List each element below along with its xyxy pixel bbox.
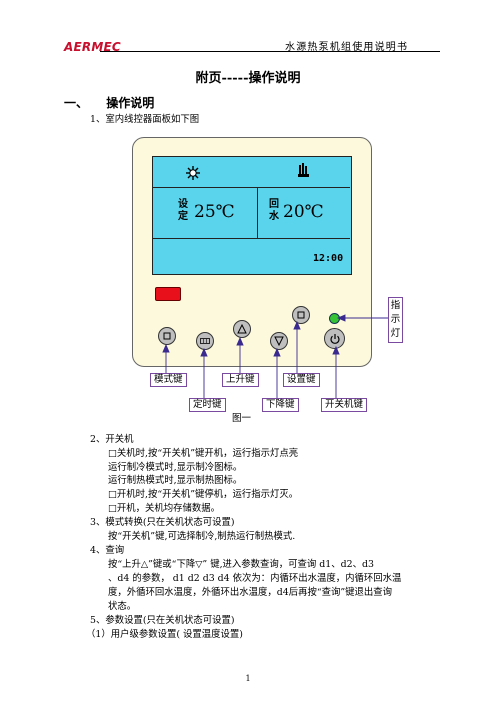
red-indicator-button[interactable] [155,287,181,301]
power-button[interactable] [324,328,345,349]
callout-set-key: 设置键 [283,373,320,387]
body-line: 、d4 的参数， d1 d2 d3 d4 依次为：内循环出水温度，内循环回水温 [108,573,402,584]
figure-caption: 图一 [232,413,252,424]
body-line: □关机时,按“开关机”键开机，运行指示灯点亮 [108,448,299,459]
mode-button[interactable] [158,327,176,345]
body-line: 按“开关机”键,可选择制冷,制热运行制热模式. [108,531,296,542]
heading-params: 5、参数设置(只在关机状态可设置) [90,615,235,626]
header-title: 水源热泵机组使用说明书 [285,42,409,53]
body-line: 运行制热模式时,显示制热图标。 [108,475,243,486]
subsection-title: 1、室内线控器面板如下图 [90,114,200,125]
clock-display: 12:00 [313,253,344,264]
set-temp-label: 设定 [178,199,188,222]
section-title: 操作说明 [106,96,155,110]
sun-icon [186,165,200,184]
body-line: 按“上升△”键或“下降▽” 键,进入参数查询，可查询 d1、d2、d3 [108,559,374,570]
callout-down-key: 下降键 [262,398,299,412]
set-button[interactable] [292,306,310,324]
section-heading: 一、 操作说明 [64,94,154,111]
document-title: 附页-----操作说明 [195,71,301,86]
body-line: 度，外循环回水温度，外循环出水温度，d4后再按“查询”键退出查询 [108,587,393,598]
body-line: （1）用户级参数设置( 设置温度设置) [86,629,243,640]
callout-up-key: 上升键 [222,373,259,387]
callout-power-key: 开关机键 [321,398,368,412]
page-number: 1 [245,674,251,683]
section-number: 一、 [64,96,89,110]
square-icon [297,311,305,319]
heading-power: 2、开关机 [90,434,134,445]
down-button[interactable] [270,332,288,350]
return-temp-label: 回水 [269,199,279,222]
triangle-up-icon [237,324,247,334]
aermec-logo: AERMEC [64,40,121,54]
up-button[interactable] [233,320,251,338]
set-temp-value: 25℃ [194,202,235,222]
body-line: □开机，关机均存储数据。 [108,503,220,514]
heading-mode: 3、模式转换(只在关机状态可设置) [90,517,235,528]
fan-icon [297,162,310,182]
timer-icon [200,338,210,344]
callout-indicator-light: 指示灯 [388,297,403,343]
square-icon [163,332,171,340]
body-line: □开机时,按“开关机”键停机，运行指示灯灭。 [108,489,299,500]
heading-query: 4、查询 [90,545,125,556]
callout-mode-key: 模式键 [150,373,187,387]
triangle-down-icon [274,336,284,346]
header-rule [100,51,440,52]
lcd-divider-top [152,187,350,188]
lcd-divider-middle [257,187,258,238]
return-temp-value: 20℃ [283,202,324,222]
timer-button[interactable] [196,332,214,350]
body-line: 状态。 [108,601,137,612]
lcd-divider-bottom [152,238,350,239]
power-icon [329,333,340,344]
lcd-screen [152,156,352,275]
callout-timer-key: 定时键 [189,398,226,412]
body-line: 运行制冷模式时,显示制冷图标。 [108,462,243,473]
